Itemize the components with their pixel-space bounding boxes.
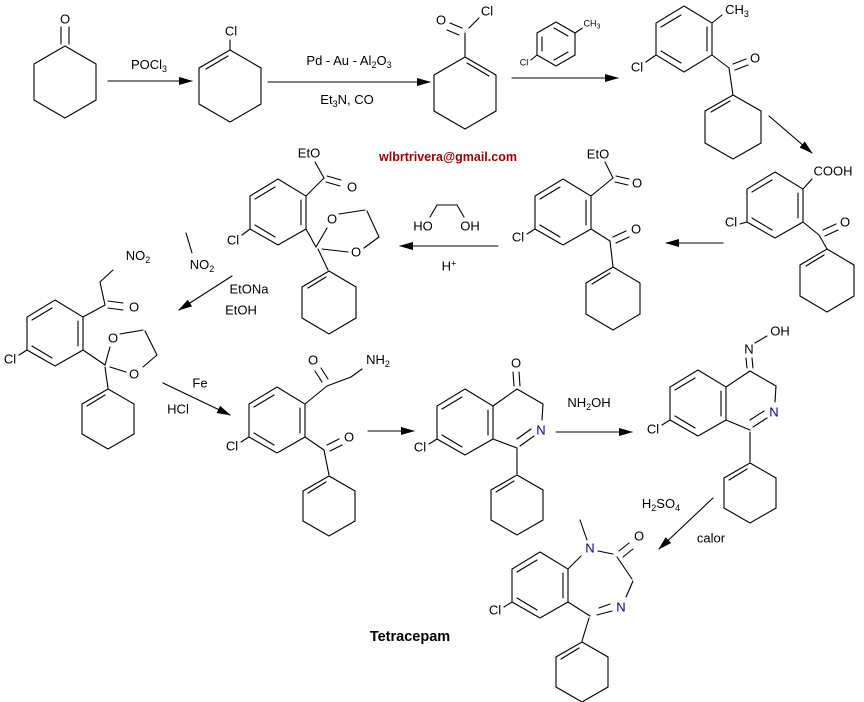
reagent-calor-label: calor xyxy=(695,530,727,546)
s6-ester-oxygen-label: O xyxy=(630,175,644,191)
reagent-nh2oh-label: NH2OH xyxy=(566,395,612,412)
s7-dioxolane-o1-label: O xyxy=(325,211,339,227)
s5-cooh-label: COOH xyxy=(812,163,854,179)
arrow-step8 xyxy=(162,382,231,416)
s4-chlorine-label: Cl xyxy=(629,59,645,75)
structure-chlorocyclohexene xyxy=(198,39,262,123)
s12-n1-label: N xyxy=(584,540,596,556)
reagent-etona-label: EtONa xyxy=(228,281,270,297)
s8-no2-label: NO2 xyxy=(124,248,152,265)
s12-chlorine-label: Cl xyxy=(487,602,503,618)
reagent-chlorotoluene-ch3-label: CH3 xyxy=(582,18,602,31)
arrow-step4 xyxy=(768,115,813,154)
s12-n4-label: N xyxy=(615,599,627,615)
reagent-no2-label: NO2 xyxy=(188,257,216,274)
reagent-fe-label: Fe xyxy=(191,375,209,391)
structure-acyl-chloride xyxy=(433,17,497,130)
s11-ring-nitrogen-label: N xyxy=(768,404,780,420)
s11-oh-label: OH xyxy=(769,323,791,339)
s7-dioxolane-o2-label: O xyxy=(349,244,363,260)
reagent-pocl3-label: POCl3 xyxy=(129,57,169,74)
s8-chlorine-label: Cl xyxy=(2,351,18,367)
structure-isoquinolinone xyxy=(428,371,544,536)
reagent-hcl-label: HCl xyxy=(166,401,190,417)
watermark-email: wlbrtrivera@gmail.com xyxy=(379,149,517,164)
s7-eto-label: EtO xyxy=(296,145,322,161)
reagent-pd-au-label: Pd - Au - Al2O3 xyxy=(305,53,393,70)
s7-chlorine-label: Cl xyxy=(225,232,241,248)
s10-nitrogen-label: N xyxy=(535,422,547,438)
s6-ketone-oxygen-label: O xyxy=(629,221,643,237)
s9-nh2-label: NH2 xyxy=(365,352,391,369)
arrow-step7-nitromethane xyxy=(178,232,233,311)
arrow-step11 xyxy=(658,497,714,550)
reagent-hplus-label: H+ xyxy=(440,258,458,274)
s8-dioxolane-o1-label: O xyxy=(106,330,120,346)
product-name-label: Tetracepam xyxy=(369,628,451,645)
structure-cyclohexanone xyxy=(33,26,97,119)
structure-chlorotoluene-reagent xyxy=(530,21,585,67)
s3-chlorine-label: Cl xyxy=(479,3,495,19)
structure-nitroketone-dioxolane xyxy=(18,269,158,450)
s8-ketone-oxygen-label: O xyxy=(127,299,141,315)
s8-dioxolane-o2-label: O xyxy=(127,366,141,382)
s7-ester-oxygen-label: O xyxy=(345,179,359,195)
reagent-etoh-label: EtOH xyxy=(224,302,258,318)
s1-oxygen-label: O xyxy=(58,11,72,27)
s4-oxygen-label: O xyxy=(748,50,762,66)
s2-chlorine-label: Cl xyxy=(223,23,239,39)
glycol-ho-label: HO xyxy=(412,218,434,234)
s3-oxygen-label: O xyxy=(434,12,448,28)
s12-oxygen-label: O xyxy=(632,528,646,544)
structure-tetracepam xyxy=(503,519,634,702)
s11-chlorine-label: Cl xyxy=(645,421,661,437)
reagent-et3n-co-label: Et3N, CO xyxy=(319,92,375,109)
s6-chlorine-label: Cl xyxy=(510,229,526,245)
s9-ketone-oxygen-top-label: O xyxy=(306,352,320,368)
structure-keto-acid xyxy=(739,171,855,313)
reagent-chlorotoluene-cl-label: Cl xyxy=(518,57,530,68)
s10-oxygen-label: O xyxy=(509,355,523,371)
structure-oxime xyxy=(661,335,777,524)
glycol-oh-label: OH xyxy=(459,218,481,234)
structure-aryl-ketone xyxy=(645,5,762,160)
s9-chlorine-label: Cl xyxy=(224,438,240,454)
s9-ketone-oxygen-label: O xyxy=(342,429,356,445)
s5-oxygen-label: O xyxy=(838,214,852,230)
arrow-step6-glycol xyxy=(399,204,499,250)
s10-chlorine-label: Cl xyxy=(412,439,428,455)
s5-chlorine-label: Cl xyxy=(723,214,739,230)
structure-aminoketone xyxy=(240,367,363,537)
s6-eto-label: EtO xyxy=(585,146,611,162)
s4-methyl-label: CH3 xyxy=(724,2,750,19)
structure-keto-ester xyxy=(526,161,641,331)
reagent-h2so4-label: H2SO4 xyxy=(640,496,682,513)
s11-oxime-nitrogen-label: N xyxy=(743,341,755,357)
structure-dioxolane-ester xyxy=(241,161,380,335)
